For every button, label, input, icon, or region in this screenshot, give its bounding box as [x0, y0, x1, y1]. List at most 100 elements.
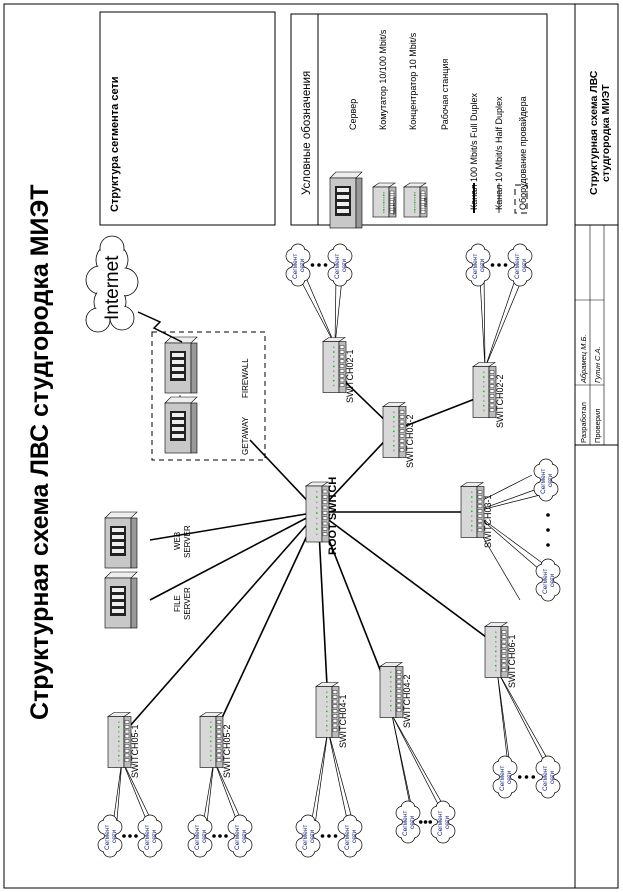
segment-label: Сегмент: [437, 811, 444, 836]
ellipsis-dot: [497, 263, 501, 267]
segment-label: сети: [241, 829, 248, 843]
switch-label: SWITCH05-1: [130, 724, 140, 778]
segment-label: сети: [409, 815, 416, 829]
root-switch[interactable]: [305, 481, 330, 543]
link: [484, 276, 517, 369]
ellipsis-dot: [320, 834, 325, 838]
switch-s06-1[interactable]: [484, 622, 509, 678]
switch-label: SWITCH03-1: [483, 494, 493, 548]
ellipsis-dot: [423, 820, 428, 824]
switch-s04-2[interactable]: [379, 662, 404, 718]
uplink: [317, 511, 491, 641]
segment-structure-box: [99, 11, 276, 226]
segment-label: Сегмент: [194, 825, 201, 850]
legend-server-icon[interactable]: [329, 171, 363, 229]
link: [483, 272, 486, 369]
segment-label: сети: [351, 829, 358, 843]
provider-equipment-box: [151, 331, 266, 461]
ellipsis-dot: [546, 543, 550, 547]
legend-server: Сервер: [348, 99, 358, 130]
segment-label: Сегмент: [292, 254, 299, 279]
ellipsis-dot: [517, 775, 522, 779]
link: [334, 276, 337, 346]
link: [299, 278, 336, 346]
title-block-title-1: Структурная схема ЛВС: [588, 70, 600, 195]
legend-hub: Концентратор 10 Mbit/s: [408, 32, 418, 130]
segment-label: Сегмент: [234, 825, 241, 850]
switch-s03-1[interactable]: [460, 482, 485, 538]
segment-label: Сегмент: [302, 825, 309, 850]
ellipsis-dot: [128, 834, 132, 838]
ellipsis-dot: [490, 263, 495, 267]
link: [479, 278, 486, 369]
legend-title: Условные обозначения: [301, 71, 313, 195]
ellipsis-dot: [546, 528, 550, 532]
segment-label: Сегмент: [542, 569, 549, 594]
legend-switch-icon[interactable]: [372, 182, 397, 218]
file-server[interactable]: [104, 571, 138, 629]
web-server[interactable]: [104, 511, 138, 569]
link: [303, 272, 336, 346]
segment-label: сети: [547, 473, 554, 487]
uplink: [121, 511, 319, 736]
web-server-label: WEB: [173, 532, 182, 550]
segment-label: Сегмент: [334, 254, 341, 279]
ellipsis-dot: [333, 834, 338, 838]
legend-hub-icon[interactable]: [403, 182, 428, 218]
ellipsis-dot: [503, 263, 508, 267]
ellipsis-dot: [134, 834, 138, 838]
legend: Условные обозначения Сервер Комутатор 10…: [290, 13, 548, 229]
switch-s03-2[interactable]: [382, 402, 407, 458]
getaway-server[interactable]: [164, 396, 198, 454]
uplink: [149, 511, 319, 601]
segment-label: сети: [341, 258, 348, 272]
uplink: [213, 511, 319, 736]
link: [391, 714, 448, 813]
segment-label: сети: [549, 770, 556, 784]
switch-label: SWITCH04-1: [338, 694, 348, 748]
switch-s05-2[interactable]: [199, 712, 224, 768]
switch-s04-1[interactable]: [315, 682, 340, 738]
ellipsis-dot: [546, 513, 550, 517]
switch-s05-1[interactable]: [107, 712, 132, 768]
switch-s02-1[interactable]: [322, 337, 347, 393]
ellipsis-dot: [428, 820, 433, 824]
ellipsis-dot: [323, 263, 328, 267]
ellipsis-dot: [327, 834, 331, 838]
firewall-server[interactable]: [164, 336, 198, 394]
ellipsis-dot: [524, 775, 529, 779]
link: [202, 759, 215, 825]
legend-full-duplex: Канал 100 Mbit/s Full Duplex: [469, 92, 479, 210]
legend-switch-icon-text: SWITCH: [392, 197, 397, 215]
segment-structure-title: Структура сегмента сети: [109, 76, 121, 212]
link: [112, 759, 123, 825]
segment-label: Сегмент: [472, 254, 479, 279]
segment-label: Сегмент: [344, 825, 351, 850]
segment-label: сети: [521, 258, 528, 272]
link: [496, 669, 512, 774]
title-block: Структурная схема ЛВС студгородка МИЭТ Р…: [574, 4, 618, 888]
link: [394, 394, 486, 431]
switch-s02-2[interactable]: [472, 362, 497, 418]
link: [310, 729, 329, 825]
switch-label: SWITCH04-2: [402, 674, 412, 728]
segment-label: сети: [444, 815, 451, 829]
link: [391, 714, 415, 819]
